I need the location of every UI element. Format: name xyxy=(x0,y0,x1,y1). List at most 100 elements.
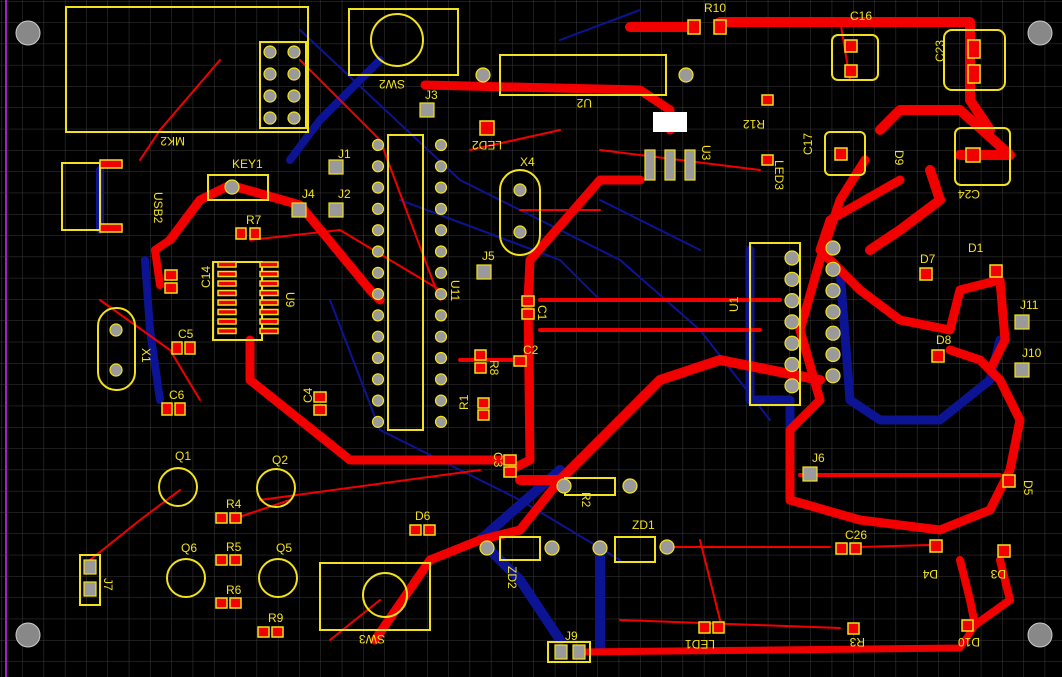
pin xyxy=(434,160,448,173)
pin xyxy=(371,138,385,152)
pin xyxy=(371,330,385,343)
smd-pad xyxy=(259,261,279,268)
pin xyxy=(434,288,448,301)
pin xyxy=(434,309,448,322)
label-C24: C24 xyxy=(958,187,980,201)
smd-pad xyxy=(259,308,279,316)
label-C4: C4 xyxy=(301,387,315,403)
pin xyxy=(784,293,800,309)
label-U2: U2 xyxy=(576,96,592,110)
label-C6: C6 xyxy=(169,388,185,402)
smd-pad xyxy=(259,318,279,325)
label-X1: X1 xyxy=(139,348,153,363)
pin xyxy=(434,394,448,407)
label-R9: R9 xyxy=(268,611,284,625)
label-C5: C5 xyxy=(178,327,194,341)
label-J11: J11 xyxy=(1020,298,1039,312)
label-R3: R3 xyxy=(849,635,865,649)
pin xyxy=(434,351,448,365)
smd-pad xyxy=(259,270,279,278)
label-J10: J10 xyxy=(1022,346,1042,360)
label-R1: R1 xyxy=(457,394,471,410)
pin xyxy=(371,415,385,428)
smd-pad xyxy=(217,299,237,306)
pin xyxy=(371,202,385,215)
label-D5: D5 xyxy=(1021,480,1035,496)
pin xyxy=(434,373,448,386)
pin xyxy=(825,304,841,320)
label-J2: J2 xyxy=(338,187,351,201)
label-Q6: Q6 xyxy=(181,541,197,555)
label-D7: D7 xyxy=(920,252,936,266)
pin xyxy=(825,240,841,256)
label-D6: D6 xyxy=(415,509,431,523)
label-J9: J9 xyxy=(565,629,578,643)
label-J7: J7 xyxy=(101,578,115,591)
label-R12: R12 xyxy=(743,117,765,131)
label-ZD1: ZD1 xyxy=(632,518,655,532)
label-R6: R6 xyxy=(226,583,242,597)
label-SW2: SW2 xyxy=(379,77,405,91)
mounting-holes xyxy=(15,20,1053,648)
label-C1: C1 xyxy=(535,305,549,321)
label-U9: U9 xyxy=(283,292,297,308)
label-J5: J5 xyxy=(482,249,495,263)
smd-pad xyxy=(259,289,279,297)
label-J4: J4 xyxy=(302,187,315,201)
pin xyxy=(784,314,800,330)
smd-pad xyxy=(217,327,237,335)
label-KEY1: KEY1 xyxy=(232,157,263,171)
pin xyxy=(371,245,385,258)
label-U3: U3 xyxy=(699,145,713,161)
label-LED1: LED1 xyxy=(685,637,715,651)
smd-pad xyxy=(259,280,279,287)
pin xyxy=(784,335,800,351)
pin xyxy=(371,266,385,279)
label-C23: C23 xyxy=(933,40,947,62)
smd-pad xyxy=(259,299,279,306)
pin xyxy=(371,394,385,407)
pin xyxy=(434,138,448,152)
label-X4: X4 xyxy=(520,155,535,169)
pin xyxy=(434,202,448,215)
label-C14: C14 xyxy=(199,266,213,288)
label-SW3: SW3 xyxy=(359,632,385,646)
pin xyxy=(784,356,800,373)
label-LED2: LED2 xyxy=(472,138,502,152)
label-C2: C2 xyxy=(523,343,539,357)
label-LED3: LED3 xyxy=(772,160,786,190)
pin xyxy=(784,271,800,287)
pin xyxy=(784,378,800,394)
pin xyxy=(371,309,385,322)
label-Q5: Q5 xyxy=(276,541,292,555)
pin xyxy=(825,283,841,299)
smd-pad xyxy=(217,308,237,316)
pads xyxy=(83,19,1030,660)
label-C16: C16 xyxy=(850,9,872,23)
smd-pad xyxy=(217,280,237,287)
label-R8: R8 xyxy=(487,360,501,376)
label-J3: J3 xyxy=(425,88,438,102)
label-Q2: Q2 xyxy=(272,453,288,467)
pin xyxy=(371,288,385,301)
pin xyxy=(434,224,448,237)
label-U1: U1 xyxy=(727,296,741,312)
pin xyxy=(825,346,841,363)
label-D3: D3 xyxy=(990,567,1006,581)
label-USB2: USB2 xyxy=(151,192,165,224)
pin xyxy=(825,325,841,341)
smd-pad xyxy=(217,289,237,297)
label-R2: R2 xyxy=(579,492,593,508)
label-R5: R5 xyxy=(226,540,242,554)
smd-pad xyxy=(217,318,237,325)
pin xyxy=(371,160,385,173)
pin xyxy=(434,330,448,343)
smd-pad xyxy=(217,270,237,278)
designator-labels: MK2 SW2 U2 J3 LED2 R10 C16 C23 R12 U3 C1… xyxy=(101,1,1042,651)
smd-pad xyxy=(217,261,237,268)
label-Q1: Q1 xyxy=(175,449,191,463)
label-D9: D9 xyxy=(892,150,906,166)
label-C17: C17 xyxy=(801,133,815,155)
pin xyxy=(371,351,385,365)
